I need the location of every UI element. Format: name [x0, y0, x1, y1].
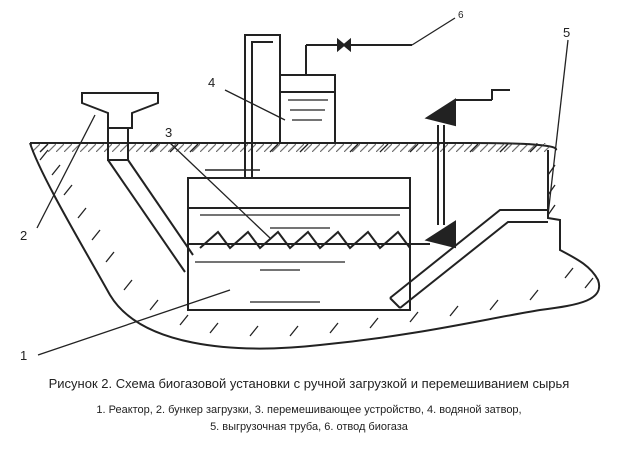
gas-pipe	[244, 34, 281, 178]
pit-outline	[29, 142, 601, 350]
label-2: 2	[20, 228, 27, 243]
water-seal	[279, 45, 336, 144]
stirrer-drive	[424, 89, 510, 249]
label-6: 6	[458, 10, 464, 21]
label-3: 3	[165, 125, 172, 140]
discharge-pipe	[389, 209, 548, 309]
loading-hopper	[81, 92, 194, 273]
leader-lines	[36, 17, 569, 356]
label-5: 5	[563, 25, 570, 40]
legend-line-2: 5. выгрузочная труба, 6. отвод биогаза	[210, 421, 408, 433]
biogas-outlet	[306, 37, 412, 53]
figure-caption: Рисунок 2. Схема биогазовой установки с …	[48, 376, 570, 391]
biogas-plant-diagram: 1 2 3 4 5 6	[20, 10, 601, 363]
label-4: 4	[208, 75, 215, 90]
legend-line-1: 1. Реактор, 2. бункер загрузки, 3. перем…	[96, 404, 522, 416]
surface-hatching	[39, 143, 539, 153]
mixing-device	[188, 230, 430, 250]
label-1: 1	[20, 348, 27, 363]
